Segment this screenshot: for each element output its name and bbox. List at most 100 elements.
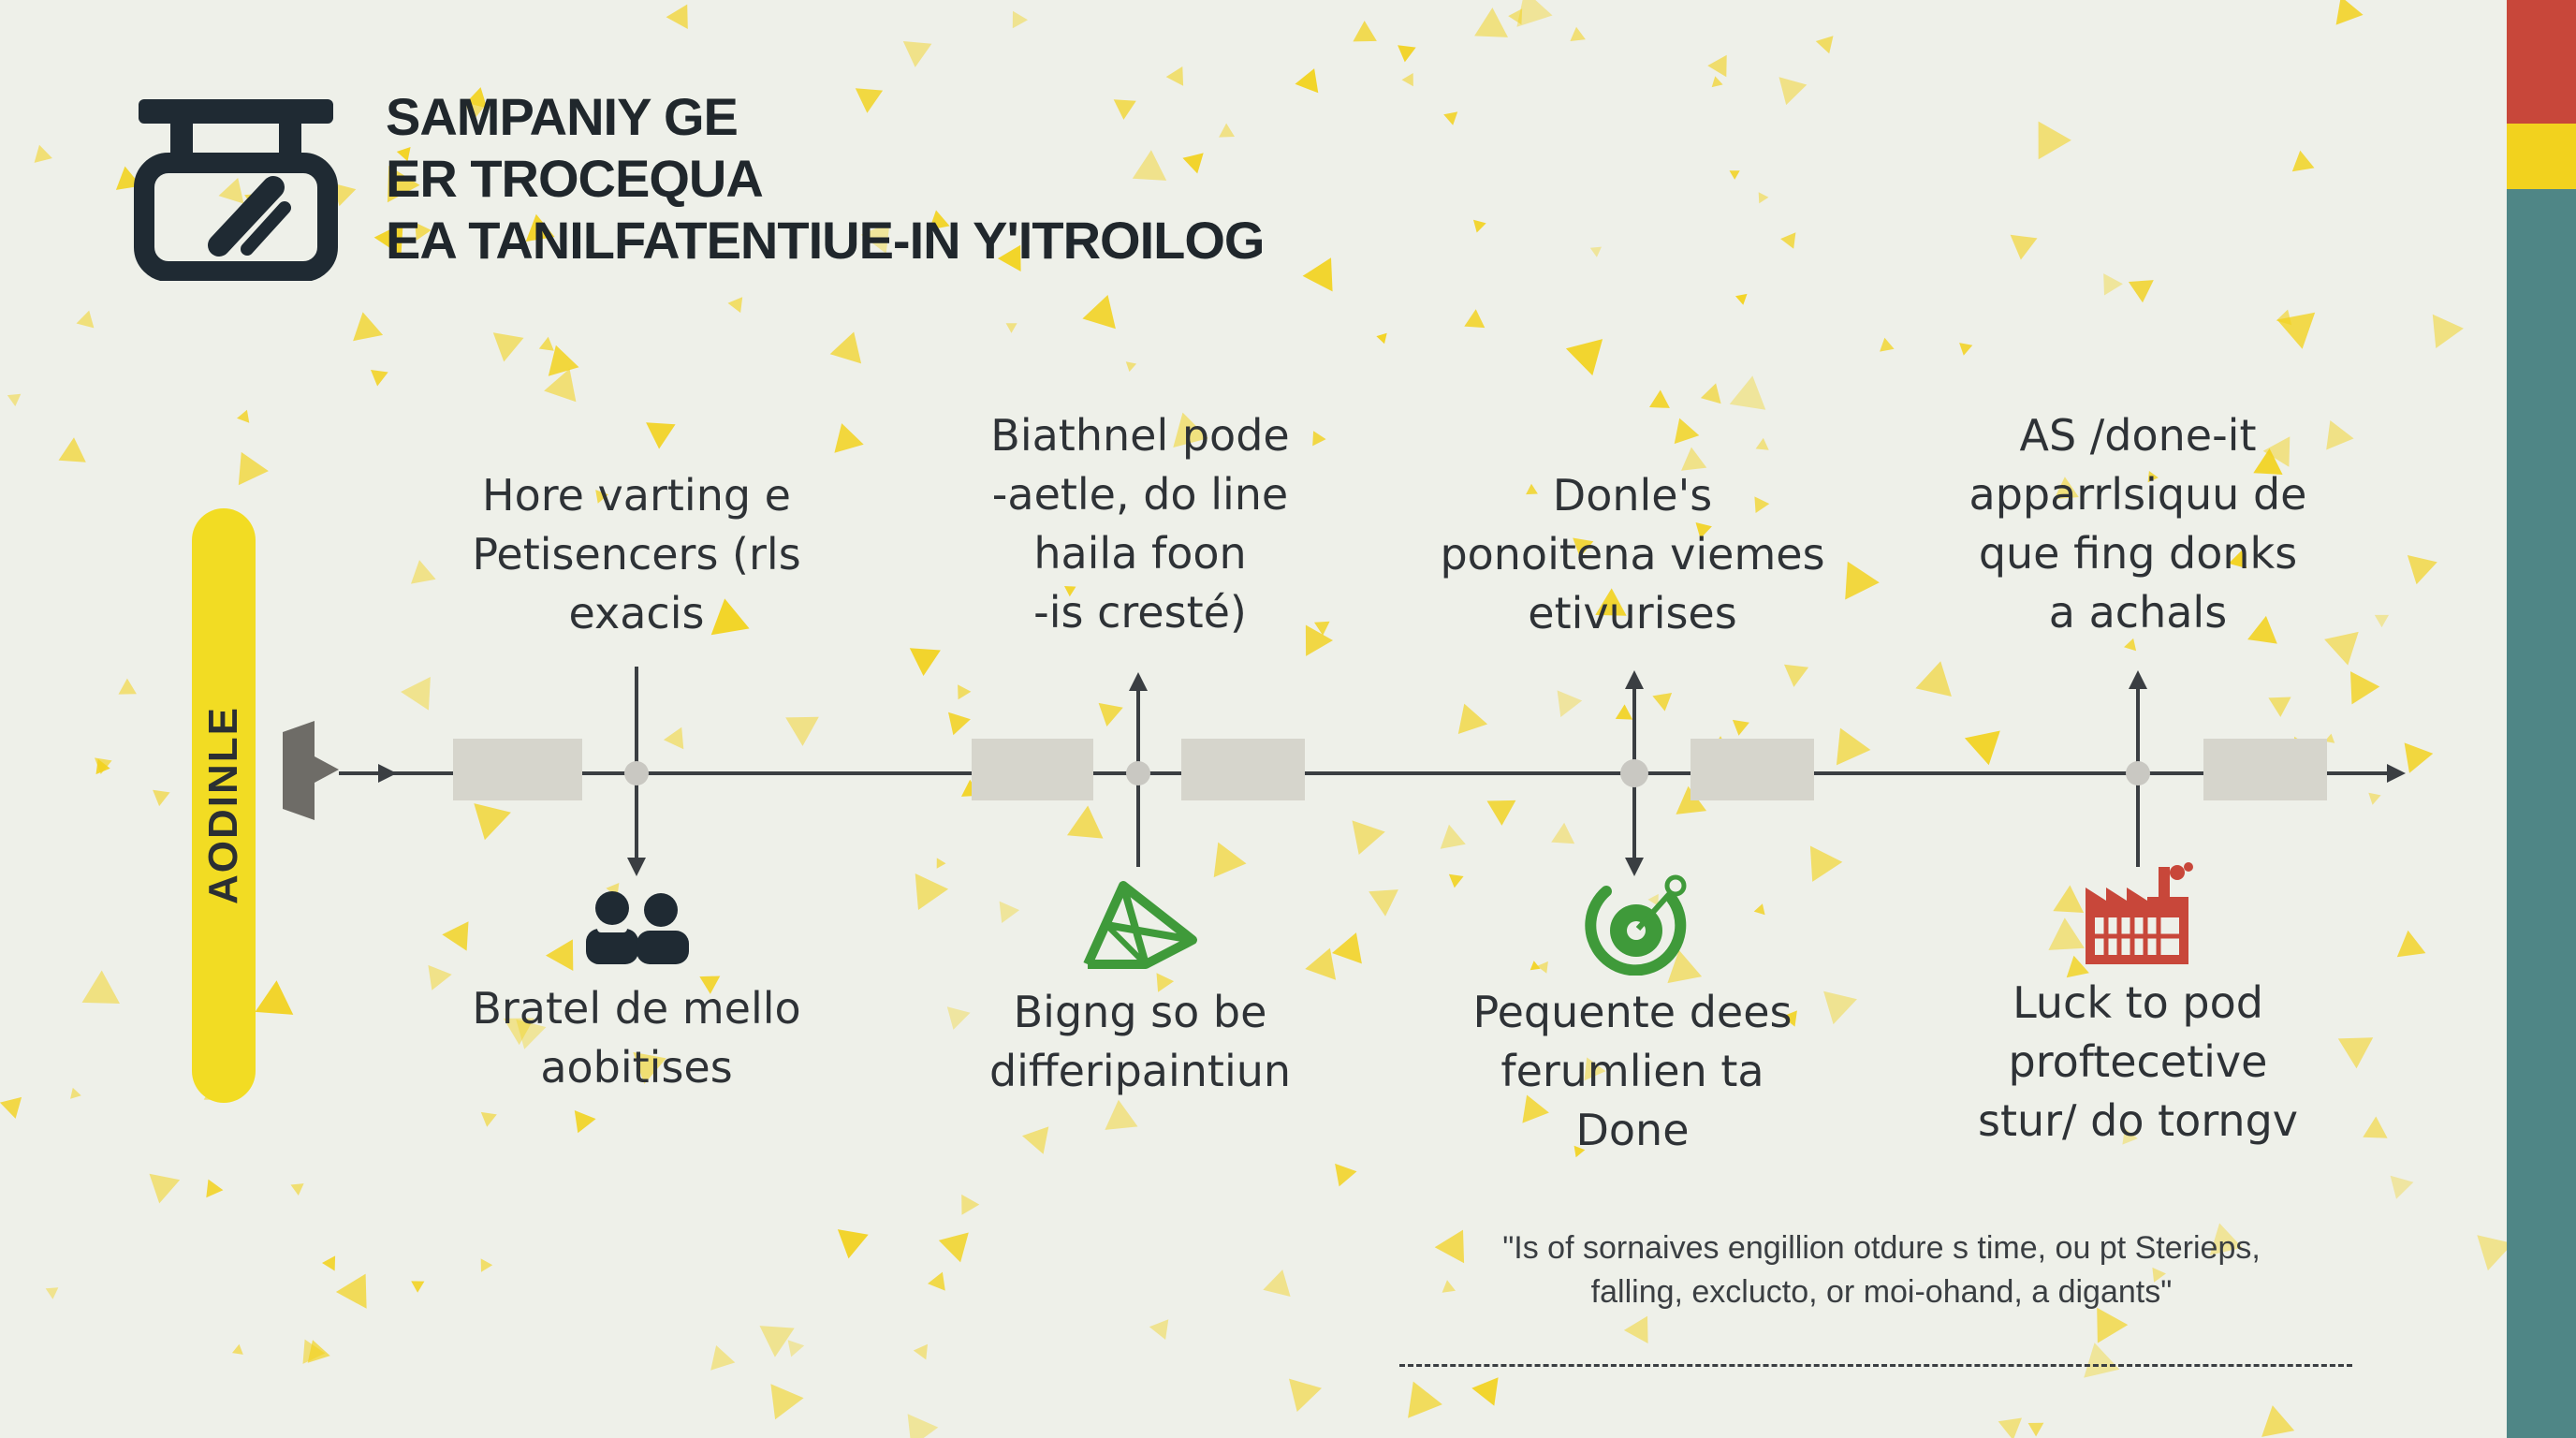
confetti-piece	[1964, 730, 2000, 766]
confetti-piece	[2152, 1267, 2166, 1283]
quote-text: "Is of sornaives engillion otdure s time…	[1367, 1226, 2396, 1314]
milestone-1-description: Hore varting e Petisencers (rls exacis	[374, 466, 899, 643]
confetti-piece	[936, 858, 946, 869]
confetti-piece	[2324, 733, 2335, 743]
confetti-piece	[1998, 1417, 2022, 1438]
confetti-piece	[1784, 664, 1809, 687]
confetti-piece	[1570, 26, 1586, 41]
milestone-dot	[624, 761, 649, 785]
confetti-piece	[785, 716, 819, 746]
confetti-piece	[2262, 436, 2291, 467]
timeline-block	[453, 739, 582, 800]
confetti-piece	[727, 297, 743, 314]
confetti-piece	[1700, 383, 1721, 404]
confetti-piece	[428, 964, 452, 990]
confetti-piece	[1464, 309, 1486, 329]
text-line: a achals	[2048, 587, 2228, 638]
confetti-piece	[946, 1006, 971, 1030]
confetti-piece	[2324, 631, 2359, 666]
confetti-piece	[371, 370, 388, 387]
text-line: aobitises	[540, 1042, 733, 1093]
confetti-piece	[1156, 973, 1175, 992]
text-line: haila foon	[1033, 528, 1247, 579]
confetti-piece	[1486, 800, 1516, 826]
confetti-piece	[1352, 820, 1385, 855]
confetti-piece	[1584, 1057, 1606, 1081]
confetti-piece	[913, 1343, 928, 1360]
confetti-piece	[1823, 990, 1857, 1025]
confetti-piece	[663, 726, 684, 750]
confetti-piece	[1652, 693, 1673, 712]
confetti-piece	[1064, 586, 1076, 597]
confetti-piece	[1442, 1280, 1456, 1293]
timeline-start-cap-tip	[315, 756, 339, 783]
confetti-piece	[1305, 947, 1337, 980]
confetti-piece	[1448, 873, 1464, 888]
confetti-piece	[45, 1287, 59, 1299]
confetti-piece	[480, 1258, 493, 1272]
text-line: Hore varting e	[482, 470, 791, 521]
confetti-piece	[2335, 0, 2364, 25]
text-line: Bigng so be	[1013, 987, 1267, 1037]
confetti-piece	[961, 1194, 980, 1215]
confetti-piece	[2396, 930, 2426, 958]
text-line: differipaintiun	[988, 1046, 1292, 1096]
confetti-piece	[1674, 418, 1700, 445]
confetti-piece	[2128, 280, 2154, 303]
confetti-piece	[538, 336, 554, 351]
confetti-piece	[2363, 1116, 2388, 1138]
confetti-piece	[2368, 792, 2381, 805]
confetti-piece	[206, 1179, 224, 1198]
confetti-piece	[255, 980, 294, 1015]
confetti-piece	[1401, 73, 1413, 87]
confetti-piece	[2337, 1037, 2374, 1069]
target-icon	[1585, 874, 1687, 976]
side-pill	[192, 508, 256, 1103]
confetti-piece	[1589, 246, 1602, 257]
text-line: etivurises	[1528, 588, 1737, 638]
confetti-piece	[290, 1183, 304, 1196]
confetti-piece	[1473, 219, 1486, 233]
confetti-piece	[2048, 917, 2085, 950]
confetti-piece	[1836, 727, 1871, 766]
confetti-piece	[302, 1339, 326, 1364]
people-icon	[586, 891, 689, 964]
confetti-piece	[860, 222, 890, 254]
text-line: AS /done-it	[2019, 410, 2257, 461]
confetti-piece	[759, 1326, 795, 1357]
confetti-piece	[1537, 961, 1548, 974]
confetti-piece	[1880, 337, 1895, 352]
confetti-piece	[1263, 1269, 1291, 1297]
confetti-piece	[1165, 66, 1184, 86]
logo-icon	[134, 99, 338, 281]
confetti-piece	[1132, 150, 1167, 181]
confetti-piece	[1082, 295, 1116, 330]
title-line: SAMPANIY GE	[386, 87, 739, 146]
confetti-piece	[928, 1271, 945, 1291]
confetti-piece	[1312, 431, 1326, 447]
confetti-piece	[118, 678, 137, 695]
confetti-piece	[411, 1281, 425, 1293]
text-line: Pequente dees	[1472, 987, 1793, 1037]
text-line: ponoitena viemes	[1440, 529, 1825, 580]
confetti-piece	[633, 1051, 666, 1084]
confetti-piece	[544, 368, 577, 403]
confetti-piece	[1067, 805, 1104, 839]
confetti-piece	[1314, 621, 1330, 636]
confetti-piece	[770, 1384, 804, 1420]
text-line: Done	[1575, 1105, 1690, 1155]
confetti-piece	[373, 223, 403, 256]
confetti-piece	[1732, 719, 1749, 736]
confetti-piece	[907, 1414, 939, 1438]
milestone-2-description: Biathnel pode -aetle, do line haila foon…	[878, 406, 1402, 642]
confetti-piece	[2124, 638, 2137, 652]
confetti-piece	[1219, 123, 1235, 138]
confetti-piece	[2228, 550, 2247, 569]
confetti-piece	[7, 393, 22, 406]
confetti-piece	[2084, 1343, 2120, 1378]
confetti-piece	[232, 1343, 243, 1355]
confetti-piece	[2261, 1405, 2295, 1437]
confetti-piece	[1755, 437, 1769, 450]
confetti-piece	[2097, 1307, 2129, 1343]
confetti-piece	[1729, 375, 1766, 410]
